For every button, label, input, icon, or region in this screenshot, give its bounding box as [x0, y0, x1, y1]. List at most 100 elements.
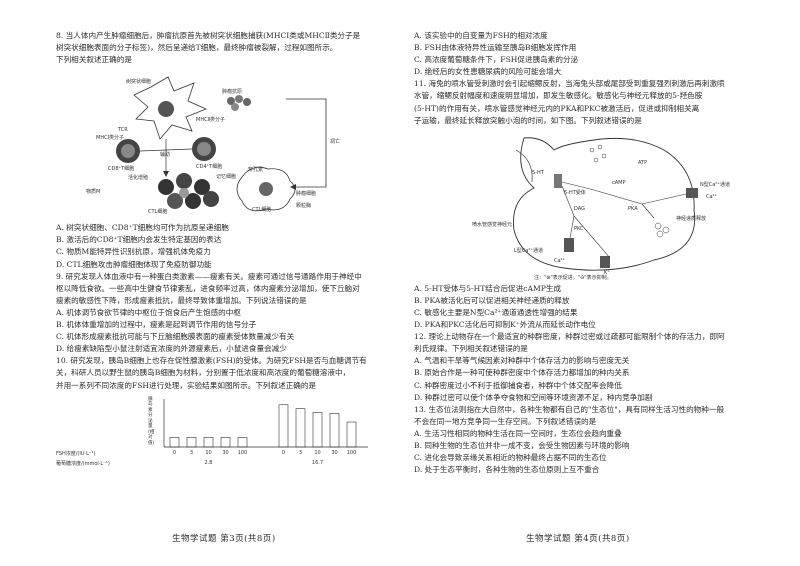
chart-bar — [169, 436, 180, 447]
label-tumor-cell: 肿瘤细胞 — [296, 191, 317, 198]
chart-fsh-tick: 0 — [282, 450, 285, 456]
label-k: K⁺ — [604, 269, 610, 276]
q9-line-2: 枢以降低食欲。一些高中生健食节律紊乱，进食频率过高，体内瘦素分泌增加，使下丘脑对 — [56, 283, 360, 293]
q10-option-c: C. 高浓度葡萄糖条件下，FSH促进胰岛素的分泌 — [414, 55, 579, 65]
q12-line-2: 利氏规律。下列相关叙述错误的是 — [414, 344, 528, 354]
left-page-footer: 生物学试题 第3页(共8页) — [172, 534, 276, 544]
q12-option-c: C. 种群密度过小不利于抵御捕食者，种群中个体交配率会降低 — [414, 380, 622, 390]
label-pka: PKA — [628, 205, 638, 212]
chart-glucose-tick: 16.7 — [312, 460, 323, 466]
q11-neuron-diagram: 5-HT 5-HT受体 ATP cAMP N型Ca²⁺通道 Ca²⁺ PKA D… — [414, 130, 764, 281]
n-channel-shape — [686, 187, 698, 198]
q9-line-3: 瘦素的敏感性下降，形成瘦素抵抗，最终导致体重增加。下列说法错误的是 — [56, 295, 307, 305]
immune-diagram-svg — [116, 76, 327, 212]
label-pkc: PKC — [574, 225, 584, 232]
q11-line-3: (5-HT)的作用有关，喷水管感觉神经元内的PKA和PKC被激活后，促进或抑制相… — [414, 103, 700, 113]
question-10: 10. 研究发现，胰岛B细胞上也存在促性腺激素(FSH)的受体。为研究FSH是否… — [56, 355, 396, 472]
label-ca2: Ca²⁺ — [554, 257, 566, 264]
q9-option-d: D. 给瘦素缺陷型小鼠注射适宜浓度的外源瘦素后，小鼠进食量会减少 — [56, 344, 287, 354]
release-vesicles — [654, 222, 670, 237]
tumor-antigen-cluster — [227, 95, 251, 112]
q11-option-a: A. 5-HT受体与5-HT结合后促进cAMP生成 — [414, 283, 562, 293]
chart-fsh-tick: 0 — [173, 450, 176, 456]
vesicles — [589, 144, 607, 162]
label-activate: 活化增殖 — [128, 175, 149, 182]
label-mhc2: MHCⅡ类分子 — [196, 117, 226, 124]
chart-bar — [329, 412, 340, 447]
label-ca: Ca²⁺ — [706, 193, 718, 200]
q9-line-1: 9. 研究发现人体血液中有一种蛋白类激素——瘦素有关。瘦素可通过信号通路作用于神… — [56, 271, 362, 281]
q8-option-a: A. 树突状细胞、CD8⁺T细胞均可作为抗原呈递细胞 — [56, 223, 229, 233]
label-atp: ATP — [638, 159, 648, 166]
chart-fsh-tick: 3 — [299, 450, 302, 456]
chart-bar — [220, 436, 231, 447]
diagram-note: 注："⊕"表示促进，"⊖"表示抑制。 — [534, 274, 612, 281]
chart-y-label: 胰岛素分泌量(相对值) — [148, 396, 155, 446]
label-ht-receptor: 5-HT受体 — [564, 189, 586, 196]
tumor-cell-shape — [236, 167, 296, 212]
chart-bar — [312, 411, 323, 447]
q10-option-a: A. 该实验中的自变量为FSH的相对浓度 — [414, 31, 548, 40]
label-m-sub: 物质M — [86, 189, 101, 196]
label-ctl: CTL细胞 — [148, 209, 168, 216]
q12-option-d: D. 种群过密可以使个体争夺食物和空间等环境资源不足，种内竞争加剧 — [414, 392, 653, 402]
q8-option-d: D. CTL细胞攻击肿瘤细胞体现了免疫防御功能 — [56, 259, 212, 269]
q13-line-2: 不会在同一地方竞争同一生存空间。下列叙述错误的是 — [414, 416, 597, 426]
question-8: 8. 当人体内产生肿瘤细胞后，肿瘤抗原首先被树突状细胞捕获(MHCⅠ类或MHCⅡ… — [56, 30, 396, 271]
label-assist: 辅助 — [160, 152, 171, 159]
q9-option-b: B. 机体体重增加的过程中，瘦素是起到调节作用的信号分子 — [56, 320, 257, 330]
chart-bar — [346, 421, 357, 447]
q10-line-1: 10. 研究发现，胰岛B细胞上也存在促性腺激素(FSH)的受体。为研究FSH是否… — [56, 356, 367, 366]
question-13: 13. 生态位法则指在大自然中，各种生物都有自己的"生态位"，具有同样生活习性的… — [414, 404, 764, 477]
q12-option-a: A. 气温和干旱等气候因素对种群中个体存活力的影响与密度无关 — [414, 356, 630, 366]
q11-line-2: 水管，缩鳃反射幅度和速度明显增加，即发生敏感化。敏感化与神经元释放的5-羟色胺 — [414, 91, 703, 101]
q8-option-c: C. 物质M能特异性识别抗原，增强机体免疫力 — [56, 247, 211, 257]
label-cd4: CD4⁺T细胞 — [196, 164, 223, 171]
q11-option-d: D. PKA和PKC活化后可抑制K⁺外流从而延长动作电位 — [414, 320, 596, 330]
chart-fsh-tick: 30 — [222, 450, 228, 456]
q8-line-3: 下列相关叙述正确的是 — [56, 55, 132, 65]
q9-option-c: C. 机体形成瘦素抵抗可能与下丘脑细胞膜表面的瘦素受体数量减少有关 — [56, 332, 295, 342]
chart-glucose-row-label: 葡萄糖浓度/(mmol·L⁻¹) — [56, 460, 110, 467]
label-n-channel: N型Ca²⁺通道 — [700, 181, 730, 188]
chart-bar — [278, 404, 289, 447]
q8-immune-diagram: 树突状细胞 肿瘤抗原 MHCⅡ类分子 TCR MHCⅠ类分子 CD8⁺T细胞 C… — [56, 69, 386, 219]
q13-option-d: D. 处于生态平衡时，各种生物的生态位原则上互不重合 — [414, 465, 600, 475]
q10-option-d: D. 绝经后的女性患糖尿病的风险可能会增大 — [414, 67, 562, 77]
q11-option-b: B. PKA被活化后可以促进相关神经递质的释放 — [414, 295, 570, 305]
label-mhc1: MHCⅠ类分子 — [96, 135, 125, 142]
q11-option-c: C. 敏感化主要是N型Ca²⁺通道通透性增强的结果 — [414, 307, 578, 317]
dendritic-cell-shape — [133, 76, 208, 141]
q8-option-b: B. 激活后的CD8⁺T细胞内会发生特定基因的表达 — [56, 235, 222, 245]
k-channel-shape — [600, 255, 610, 268]
chart-fsh-tick: 100 — [238, 450, 248, 456]
label-tcr: TCR — [118, 127, 128, 134]
label-memory: 记忆细胞 — [216, 174, 237, 181]
chart-bar — [203, 436, 214, 447]
question-10-options: A. 该实验中的自变量为FSH的相对浓度 B. FSH由体液特异性运输至胰岛B细… — [414, 30, 764, 78]
dendritic-nucleus — [158, 101, 174, 118]
label-ht: 5-HT — [532, 169, 544, 176]
chart-fsh-tick: 10 — [205, 450, 211, 456]
question-9: 9. 研究发现人体血液中有一种蛋白类激素——瘦素有关。瘦素可通过信号通路作用于神… — [56, 271, 396, 356]
right-page-footer: 生物学试题 第4页(共8页) — [526, 534, 630, 544]
left-page: 8. 当人体内产生肿瘤细胞后，肿瘤抗原首先被树突状细胞捕获(MHCⅠ类或MHCⅡ… — [56, 30, 396, 476]
q13-line-1: 13. 生态位法则指在大自然中，各种生物都有自己的"生态位"，具有同样生活习性的… — [414, 404, 725, 414]
chart-fsh-tick: 100 — [347, 450, 357, 456]
label-perforin: 穿孔素 — [248, 167, 264, 174]
question-11: 11. 海兔的喷水管受刺激时会引起缩鳃反射，当海兔头部或尾部受到重复强烈刺激后再… — [414, 78, 764, 331]
label-dendritic: 树突状细胞 — [126, 79, 152, 86]
chart-bar — [295, 407, 306, 447]
chart-fsh-tick: 10 — [314, 450, 320, 456]
ht-receptor-shape — [554, 173, 562, 188]
q9-option-a: A. 机体调节食欲节律的中枢位于饱食后产生饱感的中枢 — [56, 307, 241, 317]
l-channel-shape — [564, 237, 574, 252]
chart-bar — [186, 436, 197, 447]
q12-line-1: 12. 理论上动物存在一个最适宜的种群密度，种群过密或过疏都可能限制个体的存活力… — [414, 332, 725, 342]
label-ctl-cell: CTL细胞 — [252, 207, 272, 214]
label-sensory: 喷水管感觉神经元 — [472, 221, 513, 228]
chart-fsh-tick: 3 — [190, 450, 193, 456]
q8-line-2: 树突状细胞表面的分子标签)，然后呈递给T细胞，最终肿瘤被裂解，过程如图所示。 — [56, 43, 338, 53]
label-dag: DAG — [574, 205, 585, 212]
